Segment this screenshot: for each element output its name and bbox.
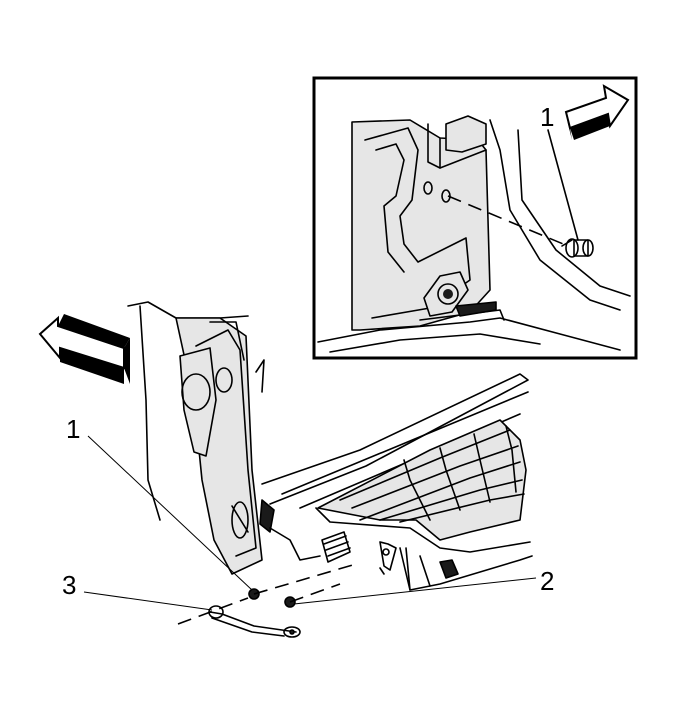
cable-3	[208, 605, 301, 638]
rear-pillar	[127, 301, 275, 575]
main-view: 1 2 3	[38, 301, 554, 638]
direction-arrow-icon	[38, 314, 130, 384]
inset-detail: 1	[312, 76, 638, 360]
inset-pillar-panel	[317, 115, 631, 353]
alignment-line-upper	[253, 563, 357, 595]
alignment-line-nut	[289, 583, 341, 603]
cargo-floor	[261, 373, 533, 591]
alignment-line-lower	[177, 597, 249, 625]
inset-callout-1: 1	[540, 102, 554, 132]
inset-pin-retainer	[447, 195, 594, 258]
inset-leader-1	[547, 129, 579, 241]
callout-1: 1	[66, 414, 80, 444]
leader-3	[83, 591, 213, 611]
forward-arrow-icon	[564, 84, 630, 140]
leader-1	[87, 435, 253, 591]
callout-3: 3	[62, 570, 76, 600]
leader-2	[293, 577, 537, 605]
callout-2: 2	[540, 566, 554, 596]
